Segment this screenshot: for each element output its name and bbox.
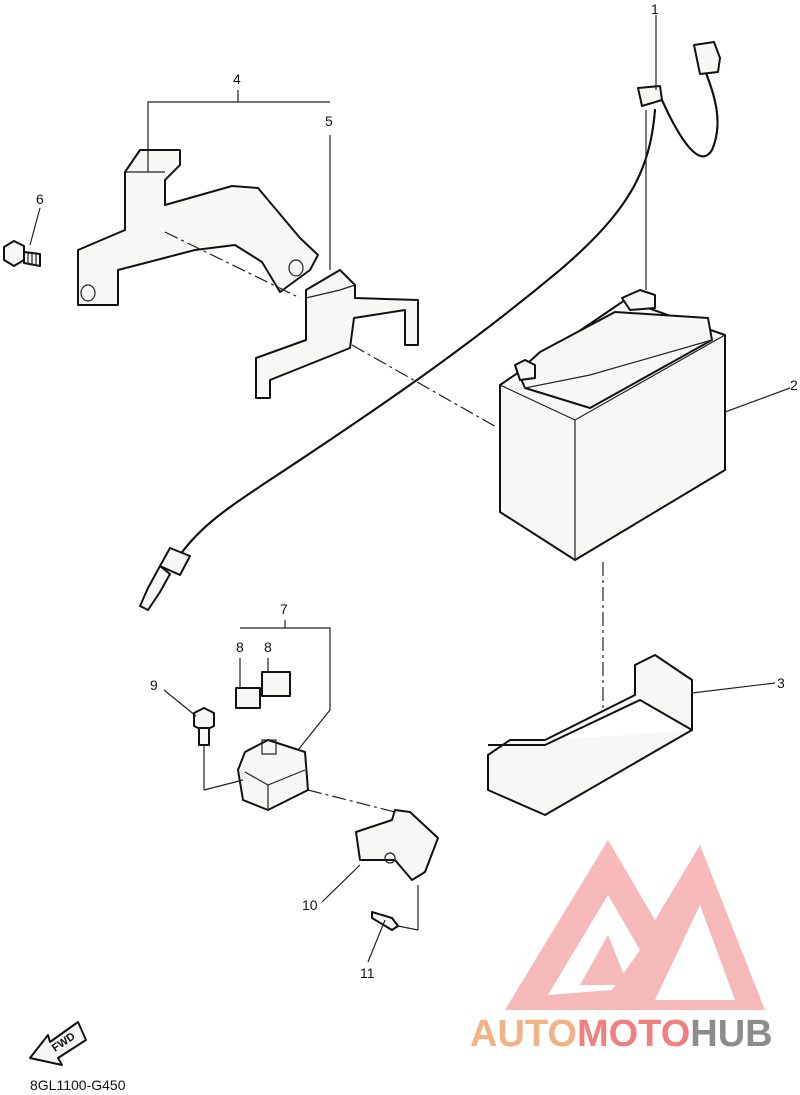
callout-11: 11 (360, 965, 375, 981)
assembly-lines (164, 110, 647, 931)
callout-6: 6 (36, 191, 44, 207)
bolt-6 (3, 240, 41, 267)
callout-7: 7 (280, 601, 288, 617)
watermark-moto: MOTO (577, 1013, 690, 1055)
battery-2 (499, 289, 726, 561)
callout-8a: 8 (236, 639, 244, 655)
watermark-hub: HUB (690, 1013, 772, 1055)
callout-1: 1 (651, 1, 659, 17)
callout-labels: 1 2 3 4 5 6 7 8 8 9 10 11 (36, 1, 798, 981)
bolt-9 (193, 707, 215, 746)
cable-1 (139, 41, 721, 611)
relay-7 (235, 671, 309, 811)
watermark-auto: AUTO (470, 1013, 577, 1055)
callout-5: 5 (325, 113, 333, 129)
callout-10: 10 (302, 897, 318, 913)
watermark-text: AUTOMOTOHUB (470, 1013, 773, 1055)
bracket-4 (77, 149, 319, 306)
leader-lines (29, 15, 791, 963)
diagram-code: 8GL1100-G450 (30, 1077, 126, 1093)
battery-cover-3 (487, 654, 693, 816)
fwd-arrow-icon: FWD (29, 1021, 87, 1066)
callout-2: 2 (790, 377, 798, 393)
callout-9: 9 (150, 677, 158, 693)
callout-4: 4 (233, 71, 241, 87)
bracket-5 (255, 269, 419, 399)
bracket-10 (355, 809, 439, 881)
watermark-logo-icon (505, 840, 765, 1010)
callout-3: 3 (777, 675, 785, 691)
callout-8b: 8 (264, 639, 272, 655)
